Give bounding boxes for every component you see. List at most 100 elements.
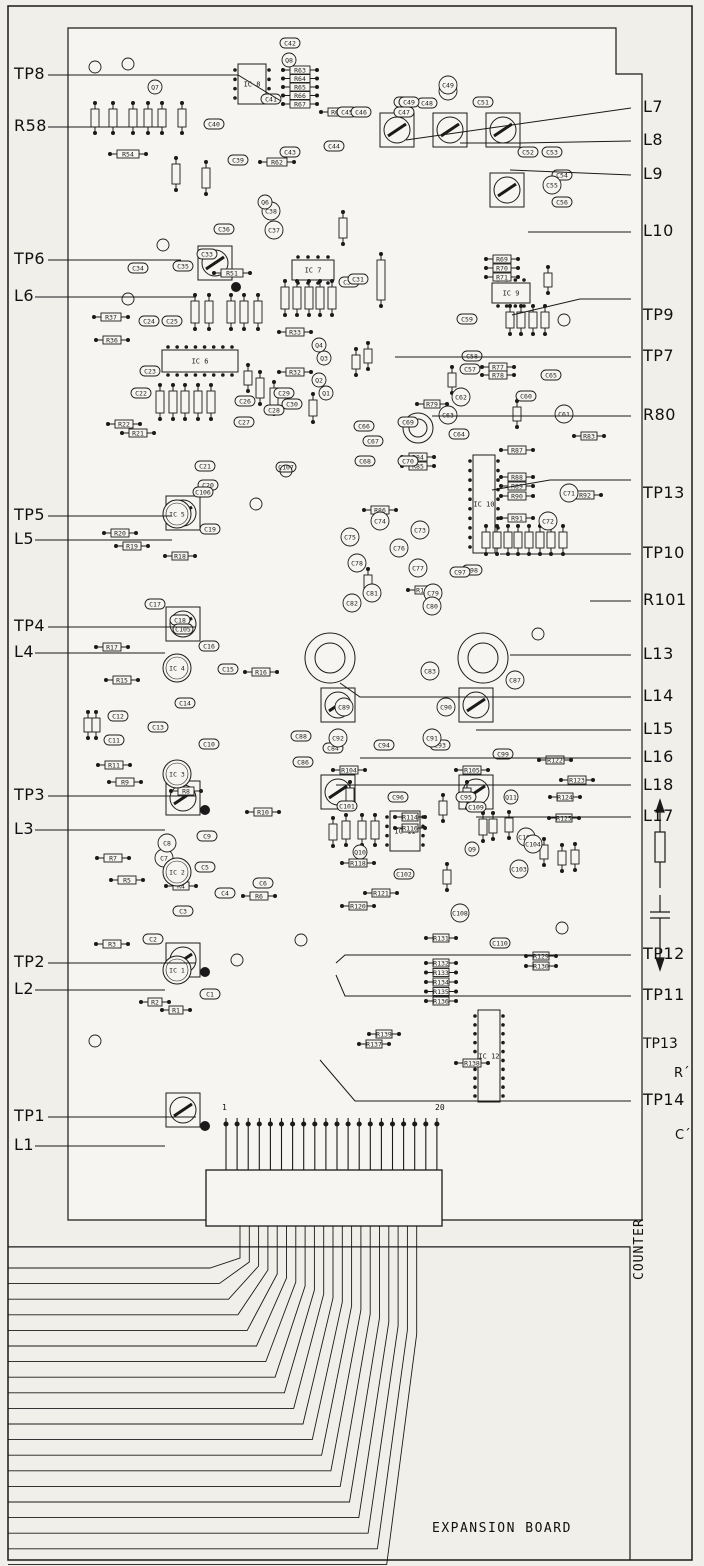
svg-text:R77: R77 bbox=[492, 363, 504, 371]
resistor-r88: R88 bbox=[499, 472, 535, 482]
svg-text:C107: C107 bbox=[278, 463, 294, 471]
capacitor-c41: C41 bbox=[260, 93, 282, 105]
electrolytic-c76: C76 bbox=[389, 538, 409, 558]
side-label-r-prime: R´ bbox=[674, 1066, 690, 1081]
side-label-tp13: TP13 bbox=[643, 1036, 678, 1052]
svg-text:R9: R9 bbox=[121, 778, 129, 786]
resistor-r137: R137 bbox=[357, 1039, 391, 1049]
resistor-r26 bbox=[193, 383, 203, 421]
ribbon-wire bbox=[8, 1226, 325, 1409]
svg-text:R5: R5 bbox=[123, 876, 131, 884]
leader-line bbox=[460, 140, 632, 144]
mount-hole bbox=[557, 313, 571, 327]
resistor-r126 bbox=[570, 842, 580, 872]
svg-text:IC 5: IC 5 bbox=[169, 510, 185, 518]
resistor-r36: R36 bbox=[94, 335, 130, 345]
ic-ic9: IC 9 bbox=[491, 278, 531, 308]
svg-text:C70: C70 bbox=[402, 457, 414, 465]
resistor-r27 bbox=[206, 383, 216, 421]
resistor-r138: R138 bbox=[454, 1058, 490, 1068]
resistor-r10: R10 bbox=[245, 807, 281, 817]
svg-text:C23: C23 bbox=[144, 367, 156, 375]
connector-pad bbox=[301, 1121, 307, 1127]
capacitor-c29: C29 bbox=[273, 387, 295, 399]
electrolytic-c61: C61 bbox=[554, 404, 574, 424]
svg-text:R20: R20 bbox=[114, 529, 126, 537]
resistor-r79: R79 bbox=[415, 399, 449, 409]
resistor-r50 bbox=[338, 210, 348, 246]
resistor-r53 bbox=[108, 101, 118, 135]
svg-text:R37: R37 bbox=[105, 313, 117, 321]
svg-text:C34: C34 bbox=[132, 264, 144, 272]
capacitor-c9: C9 bbox=[196, 830, 218, 842]
capacitor-c3: C3 bbox=[172, 905, 194, 917]
electrolytic-c73: C73 bbox=[410, 520, 430, 540]
connector-pad bbox=[267, 1121, 273, 1127]
ribbon-wire bbox=[8, 1226, 269, 1316]
c-prime-symbol bbox=[650, 895, 670, 972]
connector-pad bbox=[278, 1121, 285, 1127]
ribbon-wire bbox=[8, 1226, 287, 1347]
svg-text:C105: C105 bbox=[175, 625, 191, 633]
svg-text:C26: C26 bbox=[239, 397, 251, 405]
svg-text:C108: C108 bbox=[452, 909, 468, 917]
pot-l13 bbox=[457, 632, 509, 684]
capacitor-c96: C96 bbox=[387, 791, 409, 803]
leader-line bbox=[335, 974, 631, 997]
label-l18: L18 bbox=[643, 775, 674, 794]
svg-text:C5: C5 bbox=[201, 863, 209, 871]
connector-pad bbox=[434, 1121, 440, 1127]
resistor-r42 bbox=[239, 293, 249, 331]
svg-text:C109: C109 bbox=[468, 803, 484, 811]
capacitor-c56: C56 bbox=[551, 196, 573, 208]
capacitor-c46: C46 bbox=[350, 106, 372, 118]
svg-text:C87: C87 bbox=[509, 676, 521, 684]
electrolytic-c91: C91 bbox=[422, 728, 442, 748]
capacitor-c94: C94 bbox=[373, 739, 395, 751]
electrolytic-c81: C81 bbox=[362, 583, 382, 603]
resistor-r67: R67 bbox=[281, 99, 319, 109]
svg-text:C54: C54 bbox=[556, 171, 568, 179]
svg-text:C14: C14 bbox=[179, 699, 191, 707]
connector-pad bbox=[423, 1121, 429, 1127]
electrolytic-c62: C62 bbox=[451, 387, 471, 407]
ic-ic7: IC 7 bbox=[291, 255, 335, 285]
label-r80: R80 bbox=[643, 405, 676, 424]
capacitor-c57: C57 bbox=[459, 363, 481, 375]
svg-text:R54: R54 bbox=[122, 150, 134, 158]
resistor-r136: R136 bbox=[424, 996, 458, 1006]
capacitor-c47: C47 bbox=[393, 106, 415, 118]
svg-text:R16: R16 bbox=[255, 668, 267, 676]
resistor-r48 bbox=[327, 279, 337, 317]
label-r101: R101 bbox=[643, 590, 687, 609]
svg-text:R79: R79 bbox=[426, 400, 438, 408]
svg-text:C3: C3 bbox=[179, 907, 187, 915]
svg-text:C44: C44 bbox=[328, 142, 340, 150]
capacitor-c86: C86 bbox=[292, 756, 314, 768]
svg-text:C45: C45 bbox=[341, 108, 353, 116]
svg-text:Q3: Q3 bbox=[320, 354, 328, 362]
ic-ic12: IC 12 bbox=[473, 1009, 505, 1103]
capacitor-c49: C49 bbox=[398, 96, 420, 108]
ic-can-ic2: IC 2 bbox=[162, 857, 192, 887]
mount-hole bbox=[121, 292, 135, 306]
svg-text:C80: C80 bbox=[426, 602, 438, 610]
svg-text:R67: R67 bbox=[294, 100, 306, 108]
transistor-q9: Q9 bbox=[464, 841, 480, 857]
label-l5: L5 bbox=[14, 529, 35, 548]
svg-text:C28: C28 bbox=[268, 406, 280, 414]
ribbon-wire bbox=[8, 1226, 399, 1534]
capacitor-c66: C66 bbox=[353, 420, 375, 432]
resistor-r76 bbox=[540, 304, 550, 336]
resistor-r121: R121 bbox=[363, 888, 399, 898]
svg-text:C83: C83 bbox=[424, 667, 436, 675]
svg-text:Q1: Q1 bbox=[322, 389, 330, 397]
svg-text:R116: R116 bbox=[402, 824, 418, 832]
resistor-r90: R90 bbox=[499, 491, 535, 501]
resistor-r135: R135 bbox=[424, 987, 458, 996]
resistor-r98 bbox=[535, 524, 545, 556]
counter-text: COUNTER bbox=[632, 1218, 647, 1280]
capacitor-c18: C18 bbox=[169, 614, 191, 626]
resistor-r94 bbox=[492, 524, 502, 556]
svg-text:C69: C69 bbox=[402, 418, 414, 426]
